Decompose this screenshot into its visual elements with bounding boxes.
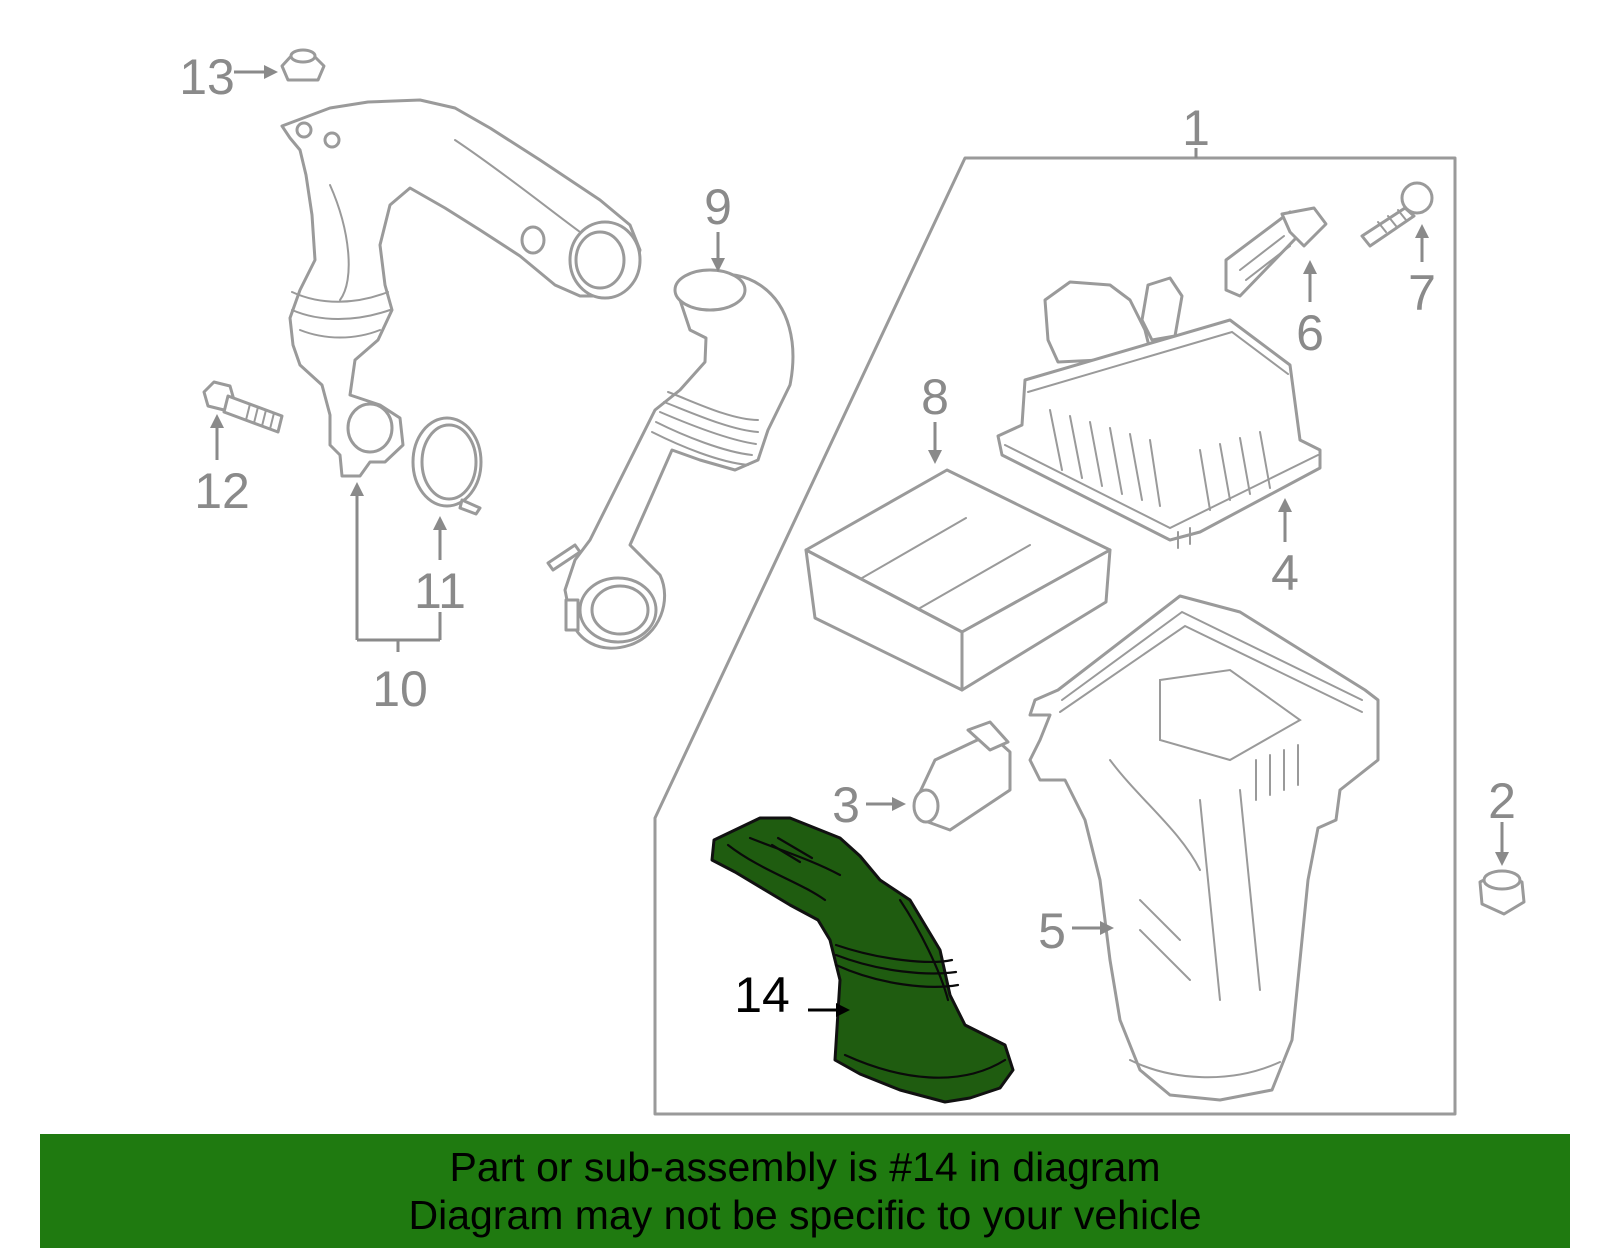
part-6-sensor[interactable] — [1224, 206, 1328, 298]
part-2-nut[interactable] — [1478, 869, 1526, 916]
assembly-1-boundary — [653, 156, 1457, 1116]
callout-13: 13 — [179, 49, 235, 105]
banner-line-1: Part or sub-assembly is #14 in diagram — [449, 1144, 1161, 1190]
callout-1: 1 — [1182, 100, 1210, 156]
part-10-intake-pipe[interactable] — [280, 98, 642, 478]
callout-14: 14 — [734, 967, 790, 1023]
parts-diagram: 1 2 3 4 5 6 7 8 9 10 11 12 13 14 — [179, 48, 1526, 1116]
callout-11: 11 — [414, 563, 466, 619]
callout-9: 9 — [704, 179, 732, 235]
callout-2: 2 — [1488, 773, 1516, 829]
part-3-actuator[interactable] — [912, 720, 1012, 832]
callout-7: 7 — [1408, 265, 1436, 321]
callout-10: 10 — [372, 661, 428, 717]
part-5-airbox-housing[interactable] — [1028, 594, 1380, 1102]
callout-4: 4 — [1271, 545, 1299, 601]
part-14-air-duct-highlighted[interactable] — [710, 816, 1015, 1104]
part-8-air-filter[interactable] — [804, 468, 1112, 692]
callout-3: 3 — [832, 777, 860, 833]
callout-12: 12 — [194, 463, 250, 519]
part-4-airbox-cover[interactable] — [996, 276, 1322, 549]
callout-6: 6 — [1296, 305, 1324, 361]
part-9-hose[interactable] — [546, 268, 795, 650]
callout-5: 5 — [1038, 903, 1066, 959]
part-11-clamp[interactable] — [411, 416, 483, 516]
callout-8: 8 — [921, 369, 949, 425]
banner-line-2: Diagram may not be specific to your vehi… — [408, 1192, 1202, 1238]
info-banner: Part or sub-assembly is #14 in diagram D… — [40, 1134, 1570, 1248]
part-7-bolt[interactable] — [1360, 181, 1434, 248]
part-13-nut[interactable] — [280, 48, 326, 82]
part-12-bolt[interactable] — [202, 380, 284, 434]
